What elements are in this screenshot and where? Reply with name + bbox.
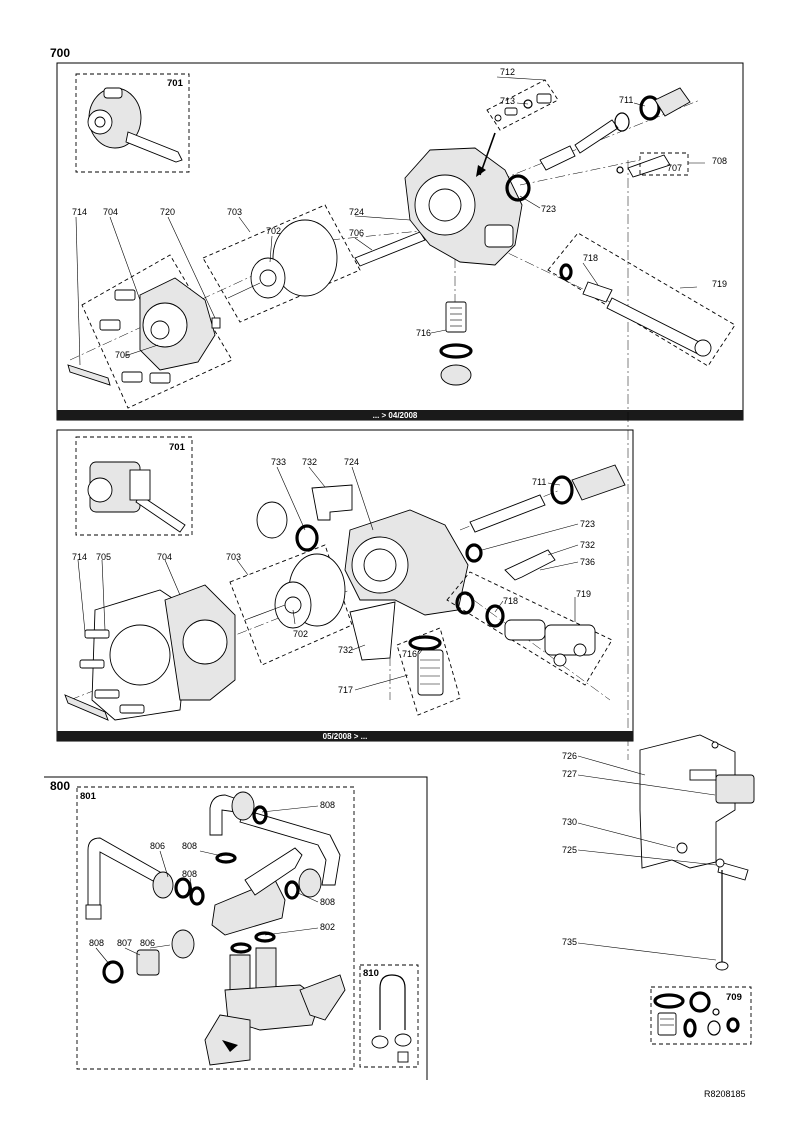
- group-801: 801: [76, 786, 355, 1070]
- label-708: 708: [712, 156, 727, 166]
- label-711: 711: [532, 477, 546, 487]
- clip-732-b: [504, 549, 556, 581]
- inset-701-late: 701: [75, 436, 193, 536]
- date-bar-late-label: 05/2008 > ...: [323, 732, 368, 741]
- label-706: 706: [349, 228, 364, 238]
- date-bar-early-label: ... > 04/2008: [373, 411, 418, 420]
- label-806-a: 806: [150, 841, 165, 851]
- label-702: 702: [266, 226, 281, 236]
- label-719: 719: [712, 279, 727, 289]
- label-712: 712: [500, 67, 515, 77]
- pin-706-early: [354, 231, 426, 267]
- label-714: 714: [72, 552, 87, 562]
- label-711: 711: [619, 95, 633, 105]
- label-714: 714: [72, 207, 87, 217]
- pump-body-late: [344, 509, 469, 661]
- part-707: [627, 154, 671, 178]
- label-718: 718: [503, 596, 518, 606]
- label-703: 703: [227, 207, 242, 217]
- label-716: 716: [416, 328, 431, 338]
- panel-800-frame: [44, 776, 428, 1080]
- spring-late: [469, 494, 546, 533]
- section-700-title: 700: [50, 46, 70, 60]
- label-802: 802: [320, 922, 335, 932]
- cap-711-late: [571, 464, 626, 501]
- label-730: 730: [562, 817, 577, 827]
- ring-723-late: [465, 543, 483, 563]
- pump-body-early: [404, 147, 523, 266]
- label-732-b: 732: [580, 540, 595, 550]
- label-705: 705: [115, 350, 130, 360]
- group-810: 810: [359, 964, 419, 1068]
- kit-709: 709: [650, 986, 752, 1045]
- label-736: 736: [580, 557, 595, 567]
- label-808-b: 808: [182, 841, 197, 851]
- label-704: 704: [157, 552, 172, 562]
- screw-725: [717, 861, 749, 881]
- svg-text:701: 701: [167, 78, 184, 89]
- group-719-early: [547, 232, 736, 367]
- date-bar-late: [57, 731, 633, 741]
- strainer-716-late: [396, 627, 461, 716]
- label-735: 735: [562, 937, 577, 947]
- svg-text:701: 701: [169, 442, 186, 453]
- tool-714-early: [67, 364, 111, 386]
- group-703-early: [202, 204, 361, 323]
- part-733: [256, 501, 319, 552]
- ring-723-early: [505, 174, 531, 202]
- group-712: [486, 79, 559, 131]
- label-717: 717: [338, 685, 353, 695]
- reference-code: R8208185: [704, 1089, 746, 1099]
- label-808-e: 808: [89, 938, 104, 948]
- label-705: 705: [96, 552, 111, 562]
- label-807: 807: [117, 938, 132, 948]
- label-806-b: 806: [140, 938, 155, 948]
- cap-711-early: [654, 87, 691, 117]
- label-732-a: 732: [302, 457, 317, 467]
- group-704-early: [81, 254, 233, 409]
- leaders-800: [95, 805, 319, 966]
- svg-text:801: 801: [80, 791, 97, 802]
- label-713: 713: [500, 96, 515, 106]
- svg-text:810: 810: [363, 968, 379, 979]
- clip-732-a: [311, 484, 353, 521]
- label-808-d: 808: [320, 897, 335, 907]
- label-727: 727: [562, 769, 577, 779]
- label-723: 723: [580, 519, 595, 529]
- label-716: 716: [402, 649, 417, 659]
- label-724: 724: [349, 207, 364, 217]
- svg-text:709: 709: [726, 992, 742, 1003]
- label-808-a: 808: [320, 800, 335, 810]
- label-808-c: 808: [182, 869, 197, 879]
- label-726: 726: [562, 751, 577, 761]
- label-720: 720: [160, 207, 175, 217]
- label-732-c: 732: [338, 645, 353, 655]
- date-bar-early: [57, 410, 743, 420]
- label-733: 733: [271, 457, 286, 467]
- bracket-726: [639, 734, 755, 869]
- group-704-late: [64, 584, 236, 721]
- spring-early: [574, 119, 619, 154]
- label-707: 707: [667, 163, 682, 173]
- label-718: 718: [583, 253, 598, 263]
- label-702: 702: [293, 629, 308, 639]
- section-800-title: 800: [50, 779, 70, 793]
- leaders-top: [75, 76, 705, 366]
- ring-711-early: [639, 95, 661, 121]
- group-703-late: [229, 544, 353, 666]
- label-724: 724: [344, 457, 359, 467]
- leaders-mid: [77, 466, 579, 691]
- strainer-716-early: [439, 301, 473, 386]
- group-707: [639, 152, 689, 176]
- group-719-late: [446, 571, 613, 686]
- label-704: 704: [103, 207, 118, 217]
- leaders-right: [577, 755, 717, 961]
- inset-701-early: 701: [75, 73, 190, 173]
- label-723: 723: [541, 204, 556, 214]
- label-719: 719: [576, 589, 591, 599]
- label-725: 725: [562, 845, 577, 855]
- ring-711-late: [550, 475, 574, 505]
- label-703: 703: [226, 552, 241, 562]
